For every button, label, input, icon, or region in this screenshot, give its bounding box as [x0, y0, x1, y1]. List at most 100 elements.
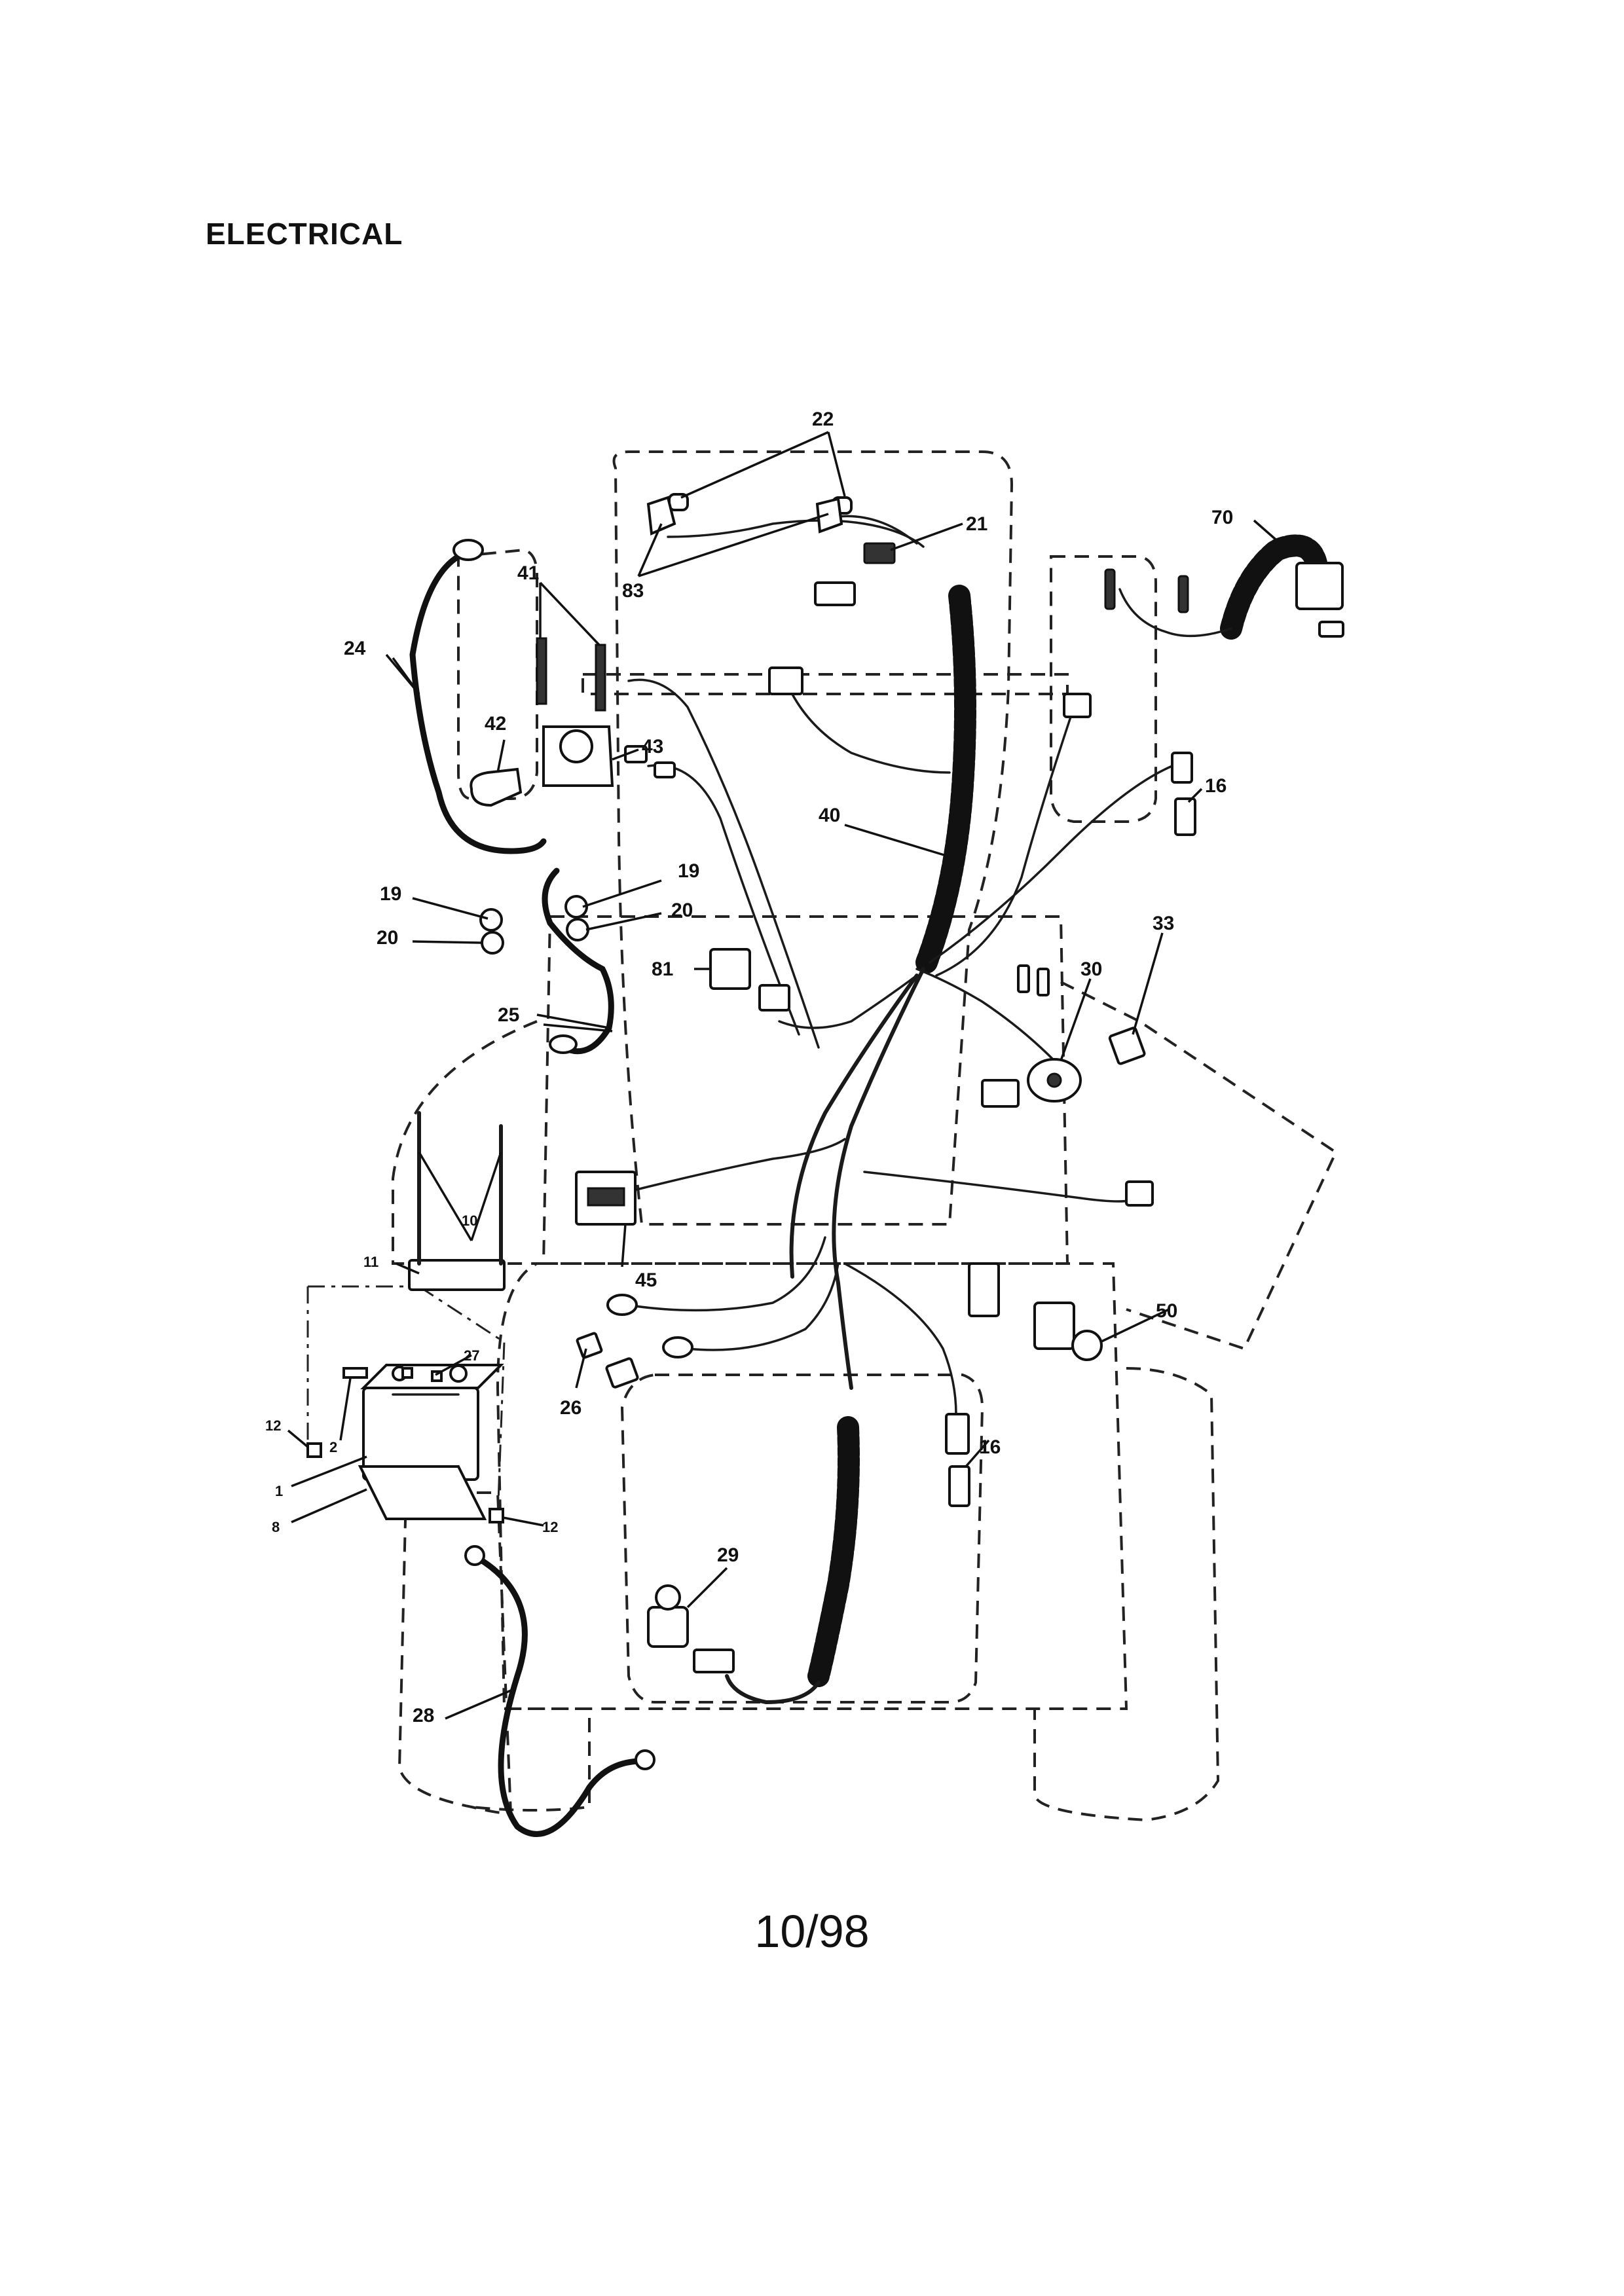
seat-outline [620, 1374, 984, 1704]
callout-30: 30 [1080, 958, 1102, 980]
page-title: ELECTRICAL [206, 217, 403, 251]
callout-20-left: 20 [377, 927, 398, 949]
bolt-2 [342, 1367, 368, 1379]
connector-pin-b [1037, 968, 1050, 996]
top-connector-center [768, 666, 803, 695]
light-switch-50 [1033, 1302, 1075, 1350]
callout-29: 29 [717, 1544, 739, 1566]
callout-25: 25 [498, 1004, 519, 1026]
callout-2: 2 [329, 1439, 337, 1455]
callout-10: 10 [462, 1212, 477, 1229]
harness-main-2 [789, 974, 919, 1279]
connector-21 [863, 542, 896, 564]
eyelet-left-2 [662, 1336, 693, 1358]
harness-branch-right [935, 706, 1075, 977]
callout-24: 24 [344, 638, 366, 659]
fender-outline [392, 981, 1338, 1351]
connector-16-top [1171, 752, 1193, 784]
nut-20-left [481, 931, 504, 955]
relay-81 [709, 948, 751, 990]
lockwasher-19-right [564, 895, 588, 919]
callout-42: 42 [485, 713, 506, 735]
connector-16-bottom [945, 1413, 970, 1455]
callout-22: 22 [812, 409, 834, 430]
plug-16-top [1174, 797, 1196, 836]
harness-branch-light [863, 1171, 1141, 1203]
relay-81-connector [758, 984, 790, 1011]
fuse-holder-26 [605, 1357, 639, 1389]
harness-coil-rear [807, 1416, 860, 1687]
callout-19-left: 19 [380, 883, 401, 905]
callout-1: 1 [275, 1483, 283, 1499]
harness-branch-rear-plug [843, 1262, 957, 1415]
socket-83-left [646, 496, 676, 536]
callout-40: 40 [819, 805, 840, 826]
connector-21-plug [814, 581, 856, 606]
harness-70-group [1104, 534, 1344, 640]
right-rear-wheel-outline [1033, 1367, 1220, 1822]
harness-70-coil [1220, 534, 1327, 640]
light-connector [1125, 1180, 1154, 1207]
hood-outline [612, 450, 1014, 1226]
callout-12-right: 12 [542, 1519, 558, 1535]
battery-group [306, 1111, 655, 1837]
ignition-connector [981, 1079, 1020, 1108]
bolt-41-right [595, 644, 606, 712]
callout-16-bottom: 16 [979, 1436, 1001, 1458]
callout-33: 33 [1153, 913, 1174, 934]
battery-terminal-pos [449, 1364, 468, 1383]
top-connector-right [1063, 693, 1092, 718]
cable-25-eye [549, 1034, 578, 1054]
nut-20-right [566, 918, 589, 941]
harness-branch-top [784, 680, 951, 774]
socket-83-right [815, 497, 843, 534]
cable-28-eye-top [464, 1545, 485, 1566]
harness-70-bullet-left [1104, 568, 1116, 610]
callout-12-left: 12 [265, 1417, 281, 1434]
headlight-wire-2 [830, 515, 918, 545]
leader-lines [287, 431, 1282, 1720]
bolt-41-left [536, 637, 547, 705]
cable-25 [542, 867, 614, 1055]
right-front-wheel-outline [1050, 555, 1157, 823]
harness-coil-front [915, 585, 976, 974]
callout-83: 83 [622, 580, 644, 602]
rear-connector-block [968, 1262, 1000, 1317]
headlights-group [646, 493, 896, 606]
solenoid-connector-b [654, 761, 676, 778]
callout-81: 81 [652, 958, 673, 980]
seat-switch-29-plunger [655, 1584, 681, 1611]
callout-45: 45 [635, 1269, 657, 1291]
solenoid-top-terminal [559, 729, 593, 763]
harness-rear-connector [693, 1649, 735, 1673]
callout-19-right: 19 [678, 860, 699, 882]
battery-hold-down [408, 1259, 506, 1291]
seat-switch-29 [647, 1606, 689, 1648]
left-rear-wheel-outline [397, 1491, 513, 1815]
boot-42 [470, 767, 523, 807]
light-switch-50-knob [1071, 1330, 1103, 1361]
harness-branch-eyelet-1 [634, 1236, 826, 1312]
callout-8: 8 [272, 1519, 280, 1535]
battery-tray [358, 1465, 487, 1520]
wiring-harness-40 [627, 515, 1173, 1705]
harness-branch-left-2 [647, 764, 800, 1036]
callout-11: 11 [363, 1254, 378, 1270]
callout-43: 43 [642, 736, 663, 757]
callout-70: 70 [1211, 507, 1233, 528]
left-front-wheel-outline [457, 548, 538, 800]
harness-branch-left-top [627, 678, 820, 1049]
harness-branch-seat-switch [929, 765, 1173, 964]
front-axle-outline [581, 673, 1069, 695]
eyelet-left-1 [606, 1294, 638, 1316]
callout-21: 21 [966, 513, 987, 535]
cable-24 [409, 553, 547, 854]
page-code: 10/98 [754, 1906, 870, 1957]
harness-branch-eyelet-2 [686, 1262, 840, 1351]
tractor-outline [392, 450, 1338, 1822]
seat-deck-outline [496, 1262, 1128, 1710]
harness-70-bullet-right [1177, 575, 1189, 613]
callout-28: 28 [413, 1705, 434, 1726]
hour-meter-45-display [587, 1187, 625, 1207]
